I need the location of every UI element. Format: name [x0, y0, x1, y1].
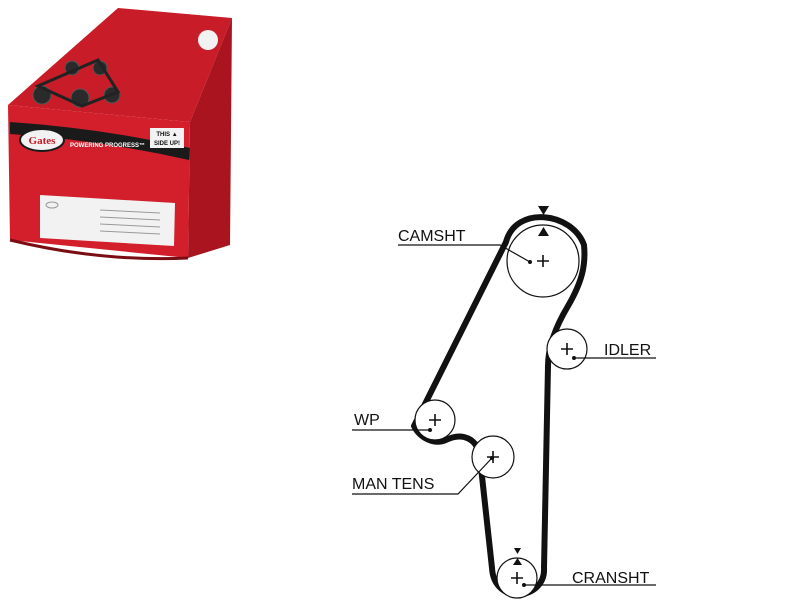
gates-logo: Gates [19, 128, 65, 152]
label-water-pump: WP [354, 412, 380, 429]
label-manual-tensioner: MAN TENS [352, 476, 434, 493]
side-logo [198, 30, 218, 50]
crankshaft-timing-mark-inner [513, 558, 522, 565]
camshaft-timing-mark-outer [538, 206, 549, 215]
box-right-face [188, 18, 232, 258]
pulley-illustration [32, 58, 121, 108]
timing-belt [411, 214, 588, 598]
brand-logo-text: Gates [29, 135, 57, 147]
camshaft-timing-mark-inner [538, 227, 549, 236]
crankshaft-timing-mark [514, 548, 521, 554]
label-crankshaft: CRANSHT [572, 570, 650, 587]
label-camshaft: CAMSHT [398, 228, 466, 245]
crankshaft-pulley [496, 557, 538, 599]
sticker-line-1: THIS ▲ [156, 132, 177, 138]
sticker-line-2: SIDE UP! [154, 141, 180, 147]
orientation-sticker [150, 128, 184, 148]
tagline: POWERING PROGRESS™ [70, 142, 145, 149]
leader-dots [428, 260, 576, 587]
water-pump-pulley [414, 399, 456, 441]
idler-pulley [546, 328, 588, 370]
product-box-image: Gates POWERING PROGRESS™ THIS ▲ SIDE UP! [8, 8, 232, 261]
box-top-face [8, 8, 232, 122]
leader-lines [352, 244, 656, 586]
label-barcode-lines [99, 209, 161, 235]
camshaft-pulley [506, 224, 580, 298]
label-idler: IDLER [604, 342, 651, 359]
